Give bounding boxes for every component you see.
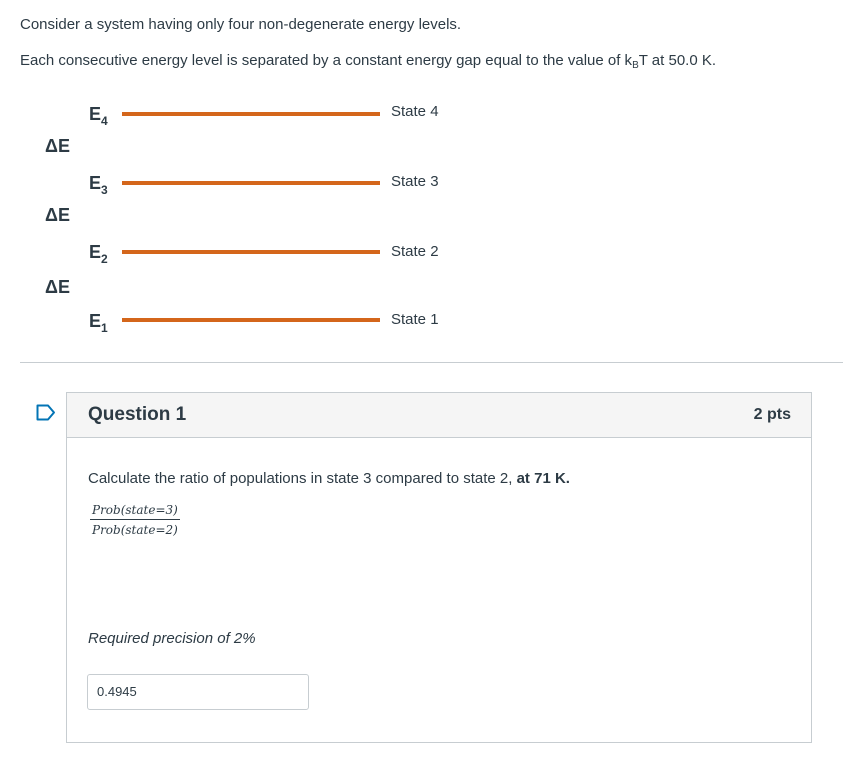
level-label-e3: E3 — [89, 173, 108, 197]
level-e2-main: E — [89, 242, 102, 262]
level-e1-main: E — [89, 311, 102, 331]
fraction-numerator: Prob(state=3) — [90, 503, 180, 520]
question-text-bold: at 71 K. — [516, 470, 570, 487]
level-line-e1 — [122, 318, 380, 322]
intro-line-2: Each consecutive energy level is separat… — [20, 52, 717, 71]
level-line-e4 — [122, 112, 380, 116]
level-label-e1: E1 — [89, 311, 108, 335]
answer-input[interactable]: 0.4945 — [87, 674, 309, 710]
intro-line-2-suffix: T at 50.0 K. — [638, 52, 717, 69]
state-label-3: State 3 — [391, 173, 439, 190]
level-e2-sub: 2 — [101, 252, 108, 266]
state-label-1: State 1 — [391, 311, 439, 328]
question-header: Question 1 2 pts — [67, 393, 811, 438]
question-card: Question 1 2 pts Calculate the ratio of … — [66, 392, 812, 743]
question-points: 2 pts — [753, 406, 791, 423]
precision-note: Required precision of 2% — [88, 630, 256, 647]
intro-line-2-prefix: Each consecutive energy level is separat… — [20, 52, 633, 69]
level-label-e4: E4 — [89, 104, 108, 128]
state-label-2: State 2 — [391, 243, 439, 260]
intro-line-1: Consider a system having only four non-d… — [20, 16, 462, 33]
level-line-e3 — [122, 181, 380, 185]
section-divider — [20, 362, 843, 363]
level-e4-main: E — [89, 104, 102, 124]
delta-e-label: ΔE — [45, 136, 70, 156]
level-line-e2 — [122, 250, 380, 254]
question-text-main: Calculate the ratio of populations in st… — [88, 470, 517, 487]
level-e3-main: E — [89, 173, 102, 193]
delta-e-label: ΔE — [45, 277, 70, 297]
intro-line-2-subscript: B — [632, 60, 639, 71]
bookmark-flag-icon[interactable] — [36, 404, 56, 421]
delta-e-label: ΔE — [45, 205, 70, 225]
question-text: Calculate the ratio of populations in st… — [88, 470, 570, 487]
state-label-4: State 4 — [391, 103, 439, 120]
question-title: Question 1 — [88, 404, 187, 425]
level-e3-sub: 3 — [101, 183, 108, 197]
fraction-denominator: Prob(state=2) — [92, 523, 178, 537]
probability-fraction: Prob(state=3) Prob(state=2) — [90, 503, 180, 537]
level-label-e2: E2 — [89, 242, 108, 266]
level-e4-sub: 4 — [101, 114, 108, 128]
level-e1-sub: 1 — [101, 321, 108, 335]
